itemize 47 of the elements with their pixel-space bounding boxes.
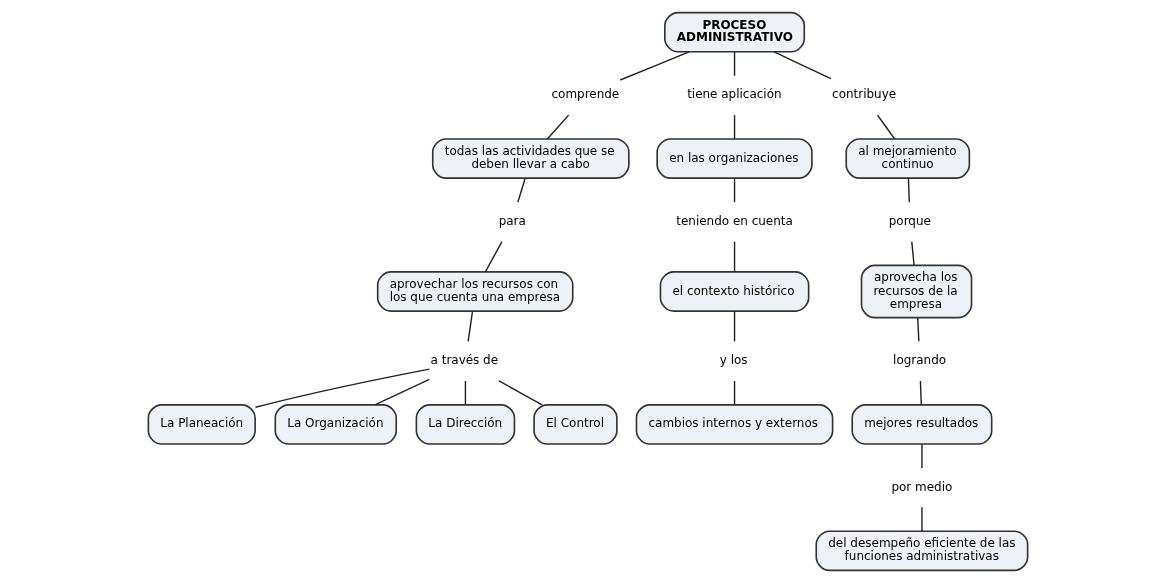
connector	[467, 310, 474, 343]
node-text: y los	[719, 353, 748, 368]
node-box: todas las actividades que se deben llevar a cabo	[431, 138, 630, 179]
connector	[733, 380, 736, 406]
node-box: aprovecha los recursos de la empresa	[860, 264, 973, 319]
connector	[733, 240, 736, 273]
node-box: La Dirección	[415, 404, 516, 445]
connector	[917, 317, 920, 342]
node-text: porque	[888, 213, 931, 228]
connector	[498, 380, 543, 406]
connector	[254, 368, 431, 408]
node-box: del desempeño eficiente de las funciones administrativas	[815, 530, 1029, 572]
node-box: cambios internos y externos	[635, 404, 834, 445]
node-text: teniendo en cuenta	[676, 213, 793, 228]
connector	[484, 240, 503, 273]
connector	[921, 443, 923, 469]
connector	[733, 177, 736, 203]
node-text: por medio	[891, 479, 953, 494]
node-text: a través de	[430, 353, 499, 368]
node-box: mejores resultados	[851, 404, 993, 445]
connector	[733, 310, 736, 343]
connector	[619, 51, 690, 81]
node-box: El Control	[533, 404, 618, 445]
connector	[919, 380, 922, 406]
connector	[907, 177, 910, 203]
node-text: para	[498, 213, 526, 228]
connector	[911, 240, 915, 266]
node-text: contribuye	[832, 87, 897, 102]
connector	[876, 114, 896, 140]
connector	[773, 51, 832, 80]
connector	[374, 378, 430, 406]
connector	[733, 114, 736, 140]
node-box: La Organización	[274, 404, 398, 445]
node-text: logrando	[893, 353, 947, 368]
node-box: La Planeación	[147, 404, 256, 445]
node-box: aprovechar los recursos con los que cuenta una empresa	[376, 271, 574, 312]
connector	[464, 380, 467, 406]
node-box: en las organizaciones	[656, 138, 813, 179]
node-box: al mejoramiento continuo	[845, 138, 971, 179]
connector	[546, 114, 570, 140]
connector	[733, 51, 736, 77]
node-text: comprende	[551, 87, 620, 102]
node-box: PROCESO ADMINISTRATIVO	[664, 11, 806, 53]
connector	[921, 506, 923, 532]
node-text: tiene aplicación	[687, 87, 782, 102]
connector	[517, 177, 526, 203]
node-box: el contexto histórico	[659, 271, 810, 312]
